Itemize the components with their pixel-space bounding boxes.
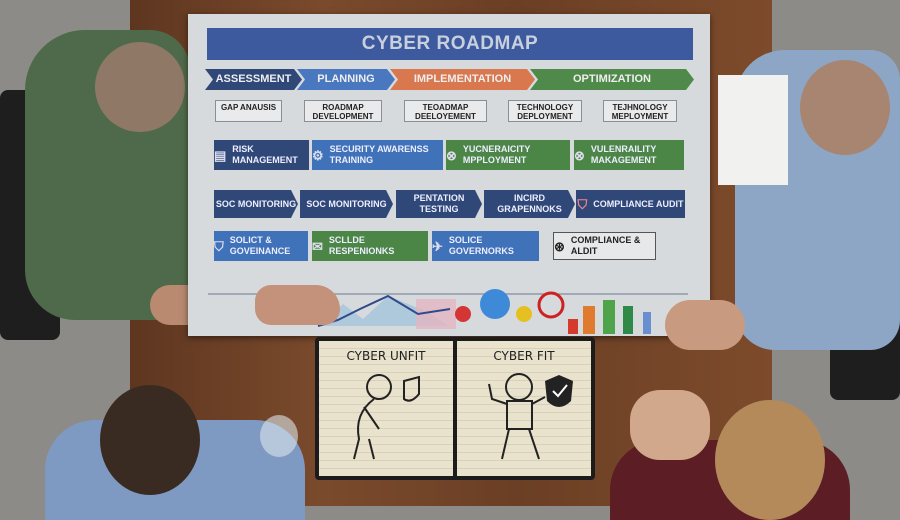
- red-circle-icon: [455, 306, 471, 322]
- step-soc-monitoring-2: SOC MONITORING: [300, 190, 393, 218]
- bar: [603, 300, 615, 334]
- step-roadmap-deployment: TEOADMAP DEELOYEMENT: [404, 100, 487, 122]
- person-bottom-left-head: [100, 385, 200, 495]
- unfit-title: CYBER UNFIT: [346, 349, 426, 363]
- card-security-training: ⚙SECURITY AWARENSS TRAINING: [312, 140, 443, 170]
- person-right-head: [800, 60, 890, 155]
- card-policy-governance: ⛉SOLICT & GOVEINANCE: [214, 231, 308, 261]
- phase-assessment: ASSESSMENT: [205, 69, 302, 90]
- plane-icon: ✈: [432, 238, 443, 254]
- shield-icon: ⛉: [577, 196, 588, 212]
- blue-circle-icon: [480, 289, 510, 319]
- tools-icon: ⊗: [446, 147, 457, 163]
- step-gap-analysis: GAP ANAUSIS: [215, 100, 282, 122]
- step-roadmap-development: ROADMAP DEVELOPMENT: [304, 100, 382, 122]
- step-penetration-testing: PENTATION TESTING: [396, 190, 482, 218]
- pointing-hand: [255, 285, 340, 325]
- shield-icon: ⛉: [214, 238, 224, 254]
- card-compliance-audit: ⊛COMPLIANCE & ALDIT: [553, 232, 656, 260]
- gear-icon: ⚙: [312, 147, 324, 163]
- target-icon: [537, 291, 565, 319]
- person-bottom-right-head: [715, 400, 825, 520]
- envelope-icon: ✉: [312, 238, 323, 254]
- card-vulnerability-management: ⊗VULENRAILITY MAKAGEMENT: [574, 140, 684, 170]
- card-vulnerability-deployment: ⊗YUCNERAICITY MPPLOYMENT: [446, 140, 570, 170]
- tired-stick-figure-icon: [353, 374, 420, 460]
- card-governance: ✈SOLICE GOVERNORKS: [432, 231, 539, 261]
- wheel-icon: ⊛: [554, 238, 565, 254]
- cyber-roadmap-poster: CYBER ROADMAP ASSESSMENT PLANNING IMPLEM…: [188, 14, 710, 336]
- strong-stick-figure-icon: [488, 373, 573, 460]
- bar: [568, 319, 578, 334]
- page-cyber-unfit: CYBER UNFIT: [319, 341, 453, 476]
- notebook: CYBER UNFIT CYBER FIT: [315, 337, 595, 480]
- step-technology-deployment-2: TEJHNOLOGY MEPLOYMENT: [603, 100, 677, 122]
- phase-optimization: OPTIMIZATION: [530, 69, 694, 90]
- area-fill: [318, 296, 448, 326]
- right-hand-with-pen: [665, 300, 745, 350]
- check-circle-icon: [516, 306, 532, 322]
- trend-line: [317, 294, 451, 327]
- person-bottom-right-hands: [630, 390, 710, 460]
- page-cyber-fit: CYBER FIT: [457, 341, 591, 476]
- person-left-head: [95, 42, 185, 132]
- poster-title: CYBER ROADMAP: [207, 28, 693, 60]
- clipboard-icon: ▤: [214, 147, 227, 163]
- tools-icon: ⊗: [574, 147, 585, 163]
- step-technology-deployment: TECHNOLOGY DEPLOYMENT: [508, 100, 582, 122]
- card-risk-management: ▤RISK MANAGEMENT: [214, 140, 309, 170]
- phase-planning: PLANNING: [297, 69, 395, 90]
- water-glass: [260, 415, 298, 457]
- notepad: [718, 75, 788, 185]
- bar: [583, 306, 595, 334]
- bar: [643, 312, 651, 334]
- step-compliance-audit: ⛉COMPLIANCE AUDIT: [576, 190, 685, 218]
- fit-title: CYBER FIT: [493, 349, 555, 363]
- step-soc-monitoring: SOC MONITORING: [214, 190, 298, 218]
- bar: [623, 306, 633, 334]
- progress-chart-graphic: [208, 289, 688, 334]
- card-response: ✉SCLLDE RESPENIONKS: [312, 231, 428, 261]
- step-incident-playbooks: INCIRD GRAPENNOKS: [484, 190, 575, 218]
- phase-implementation: IMPLEMENTATION: [390, 69, 535, 90]
